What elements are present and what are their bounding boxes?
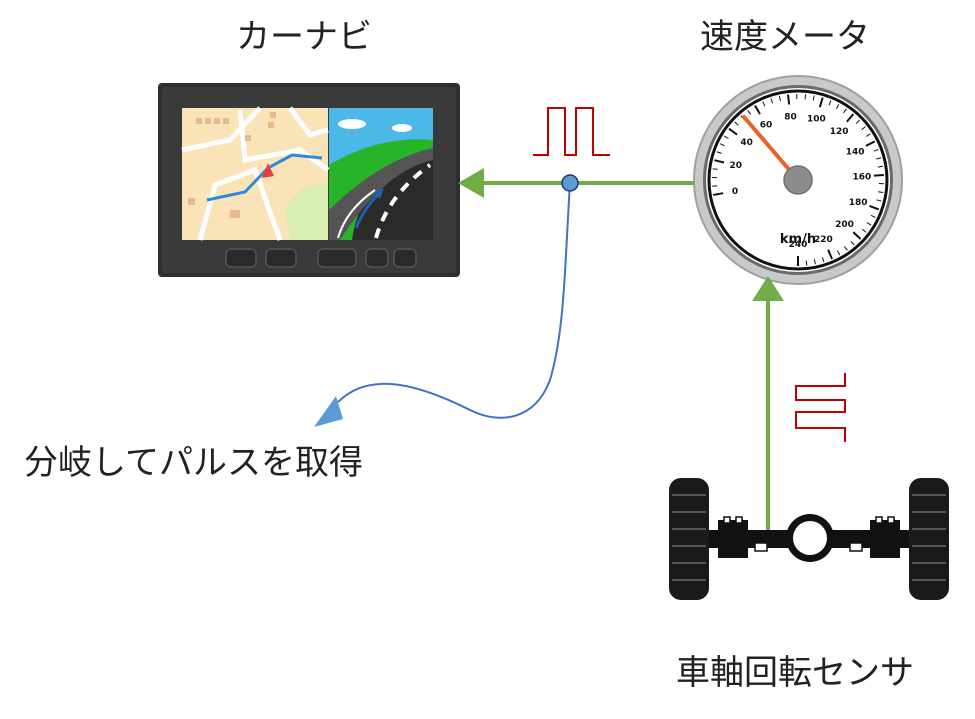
gauge-major-tick bbox=[846, 113, 855, 123]
gauge-minor-tick bbox=[778, 95, 781, 102]
navi-button-4 bbox=[365, 248, 389, 268]
gauge-minor-tick bbox=[770, 98, 773, 104]
gauge-minor-tick bbox=[762, 101, 766, 107]
gauge-minor-tick bbox=[812, 95, 815, 101]
gauge-minor-tick bbox=[861, 228, 867, 233]
gauge-tick-label: 60 bbox=[760, 121, 773, 131]
gauge-minor-tick bbox=[876, 157, 882, 160]
wheel-left bbox=[669, 478, 709, 600]
navi-button-5 bbox=[393, 248, 417, 268]
gauge-tick-label: 200 bbox=[835, 220, 854, 230]
gauge-minor-tick bbox=[876, 199, 882, 202]
gauge-major-tick bbox=[865, 140, 876, 147]
signal-line-sensor-to-meter bbox=[752, 276, 784, 530]
gauge-minor-tick bbox=[866, 222, 872, 226]
car-navi-device bbox=[158, 83, 460, 277]
axle-sensor bbox=[669, 478, 949, 600]
gauge-minor-tick bbox=[878, 191, 884, 193]
gauge-minor-tick bbox=[870, 214, 876, 218]
gauge-minor-tick bbox=[716, 151, 722, 154]
position-arrow-icon bbox=[262, 163, 274, 178]
gauge-minor-tick bbox=[866, 133, 871, 137]
gauge-tick-label: 240 bbox=[789, 240, 808, 250]
gauge-major-tick bbox=[852, 231, 862, 240]
gauge-minor-tick bbox=[719, 143, 725, 147]
map-screen bbox=[181, 106, 330, 241]
gauge-minor-tick bbox=[861, 126, 866, 131]
gauge-major-tick bbox=[728, 127, 738, 136]
gauge-tick-label: 140 bbox=[846, 147, 865, 157]
gauge-major-tick bbox=[818, 97, 824, 108]
gauge-tick-label: 180 bbox=[849, 198, 868, 208]
speedometer-label: 速度メータ bbox=[700, 17, 870, 57]
gauge-tick-label: 20 bbox=[729, 161, 742, 171]
gauge-minor-tick bbox=[843, 108, 847, 114]
gauge-minor-tick bbox=[813, 259, 816, 265]
gauge-tick-label: 220 bbox=[814, 235, 833, 245]
branch-line bbox=[337, 182, 571, 419]
gauge-minor-tick bbox=[877, 165, 883, 168]
gauge-major-tick bbox=[713, 192, 724, 196]
gauge-tick-label: 160 bbox=[852, 172, 871, 182]
gauge-major-tick bbox=[754, 105, 761, 115]
gauge-tick-label: 80 bbox=[784, 112, 797, 122]
gauge-minor-tick bbox=[850, 240, 855, 246]
branch-junction bbox=[561, 174, 579, 192]
gauge-major-tick bbox=[873, 174, 884, 177]
navi-button-1 bbox=[225, 248, 257, 268]
gauge-tick-marks bbox=[712, 94, 884, 266]
gauge-tick-label: 0 bbox=[732, 187, 738, 197]
gauge-minor-tick bbox=[723, 135, 729, 139]
branch-arrow-head bbox=[314, 396, 343, 427]
gauge-minor-tick bbox=[828, 100, 832, 106]
gauge-major-tick bbox=[869, 205, 880, 211]
gauge-minor-tick bbox=[734, 121, 739, 126]
gauge-minor-tick bbox=[855, 119, 861, 124]
gauge-major-tick bbox=[787, 94, 791, 105]
gauge-minor-tick bbox=[836, 104, 840, 109]
signal-line-meter-to-navi bbox=[458, 168, 694, 198]
pulse-waveform-top bbox=[533, 107, 610, 156]
wheel-right bbox=[909, 478, 949, 600]
car-navi-label: カーナビ bbox=[236, 17, 372, 57]
pulse-waveform-side bbox=[795, 373, 846, 442]
navi-button-2 bbox=[265, 248, 297, 268]
sensor-label: 車軸回転センサ bbox=[676, 653, 914, 693]
road-view-screen bbox=[329, 108, 433, 240]
branch-label: 分岐してパルスを取得 bbox=[24, 443, 363, 483]
gauge-minor-tick bbox=[873, 148, 879, 152]
navi-button-3 bbox=[317, 248, 357, 268]
gauge-minor-tick bbox=[821, 257, 825, 263]
gauge-major-tick bbox=[714, 159, 725, 164]
gauge-hub bbox=[783, 165, 813, 195]
gauge-minor-tick bbox=[747, 109, 751, 115]
gauge-minor-tick bbox=[844, 246, 848, 251]
gauge-minor-tick bbox=[805, 260, 808, 266]
gauge-major-tick bbox=[827, 249, 833, 260]
gauge-minor-tick bbox=[837, 250, 841, 256]
gauge-tick-label: 100 bbox=[807, 115, 826, 125]
gauge-minor-tick bbox=[712, 168, 718, 170]
gauge-unit: km/h bbox=[780, 232, 816, 247]
gauge-tick-label: 40 bbox=[740, 138, 753, 148]
gauge-tick-label: 120 bbox=[830, 127, 849, 137]
